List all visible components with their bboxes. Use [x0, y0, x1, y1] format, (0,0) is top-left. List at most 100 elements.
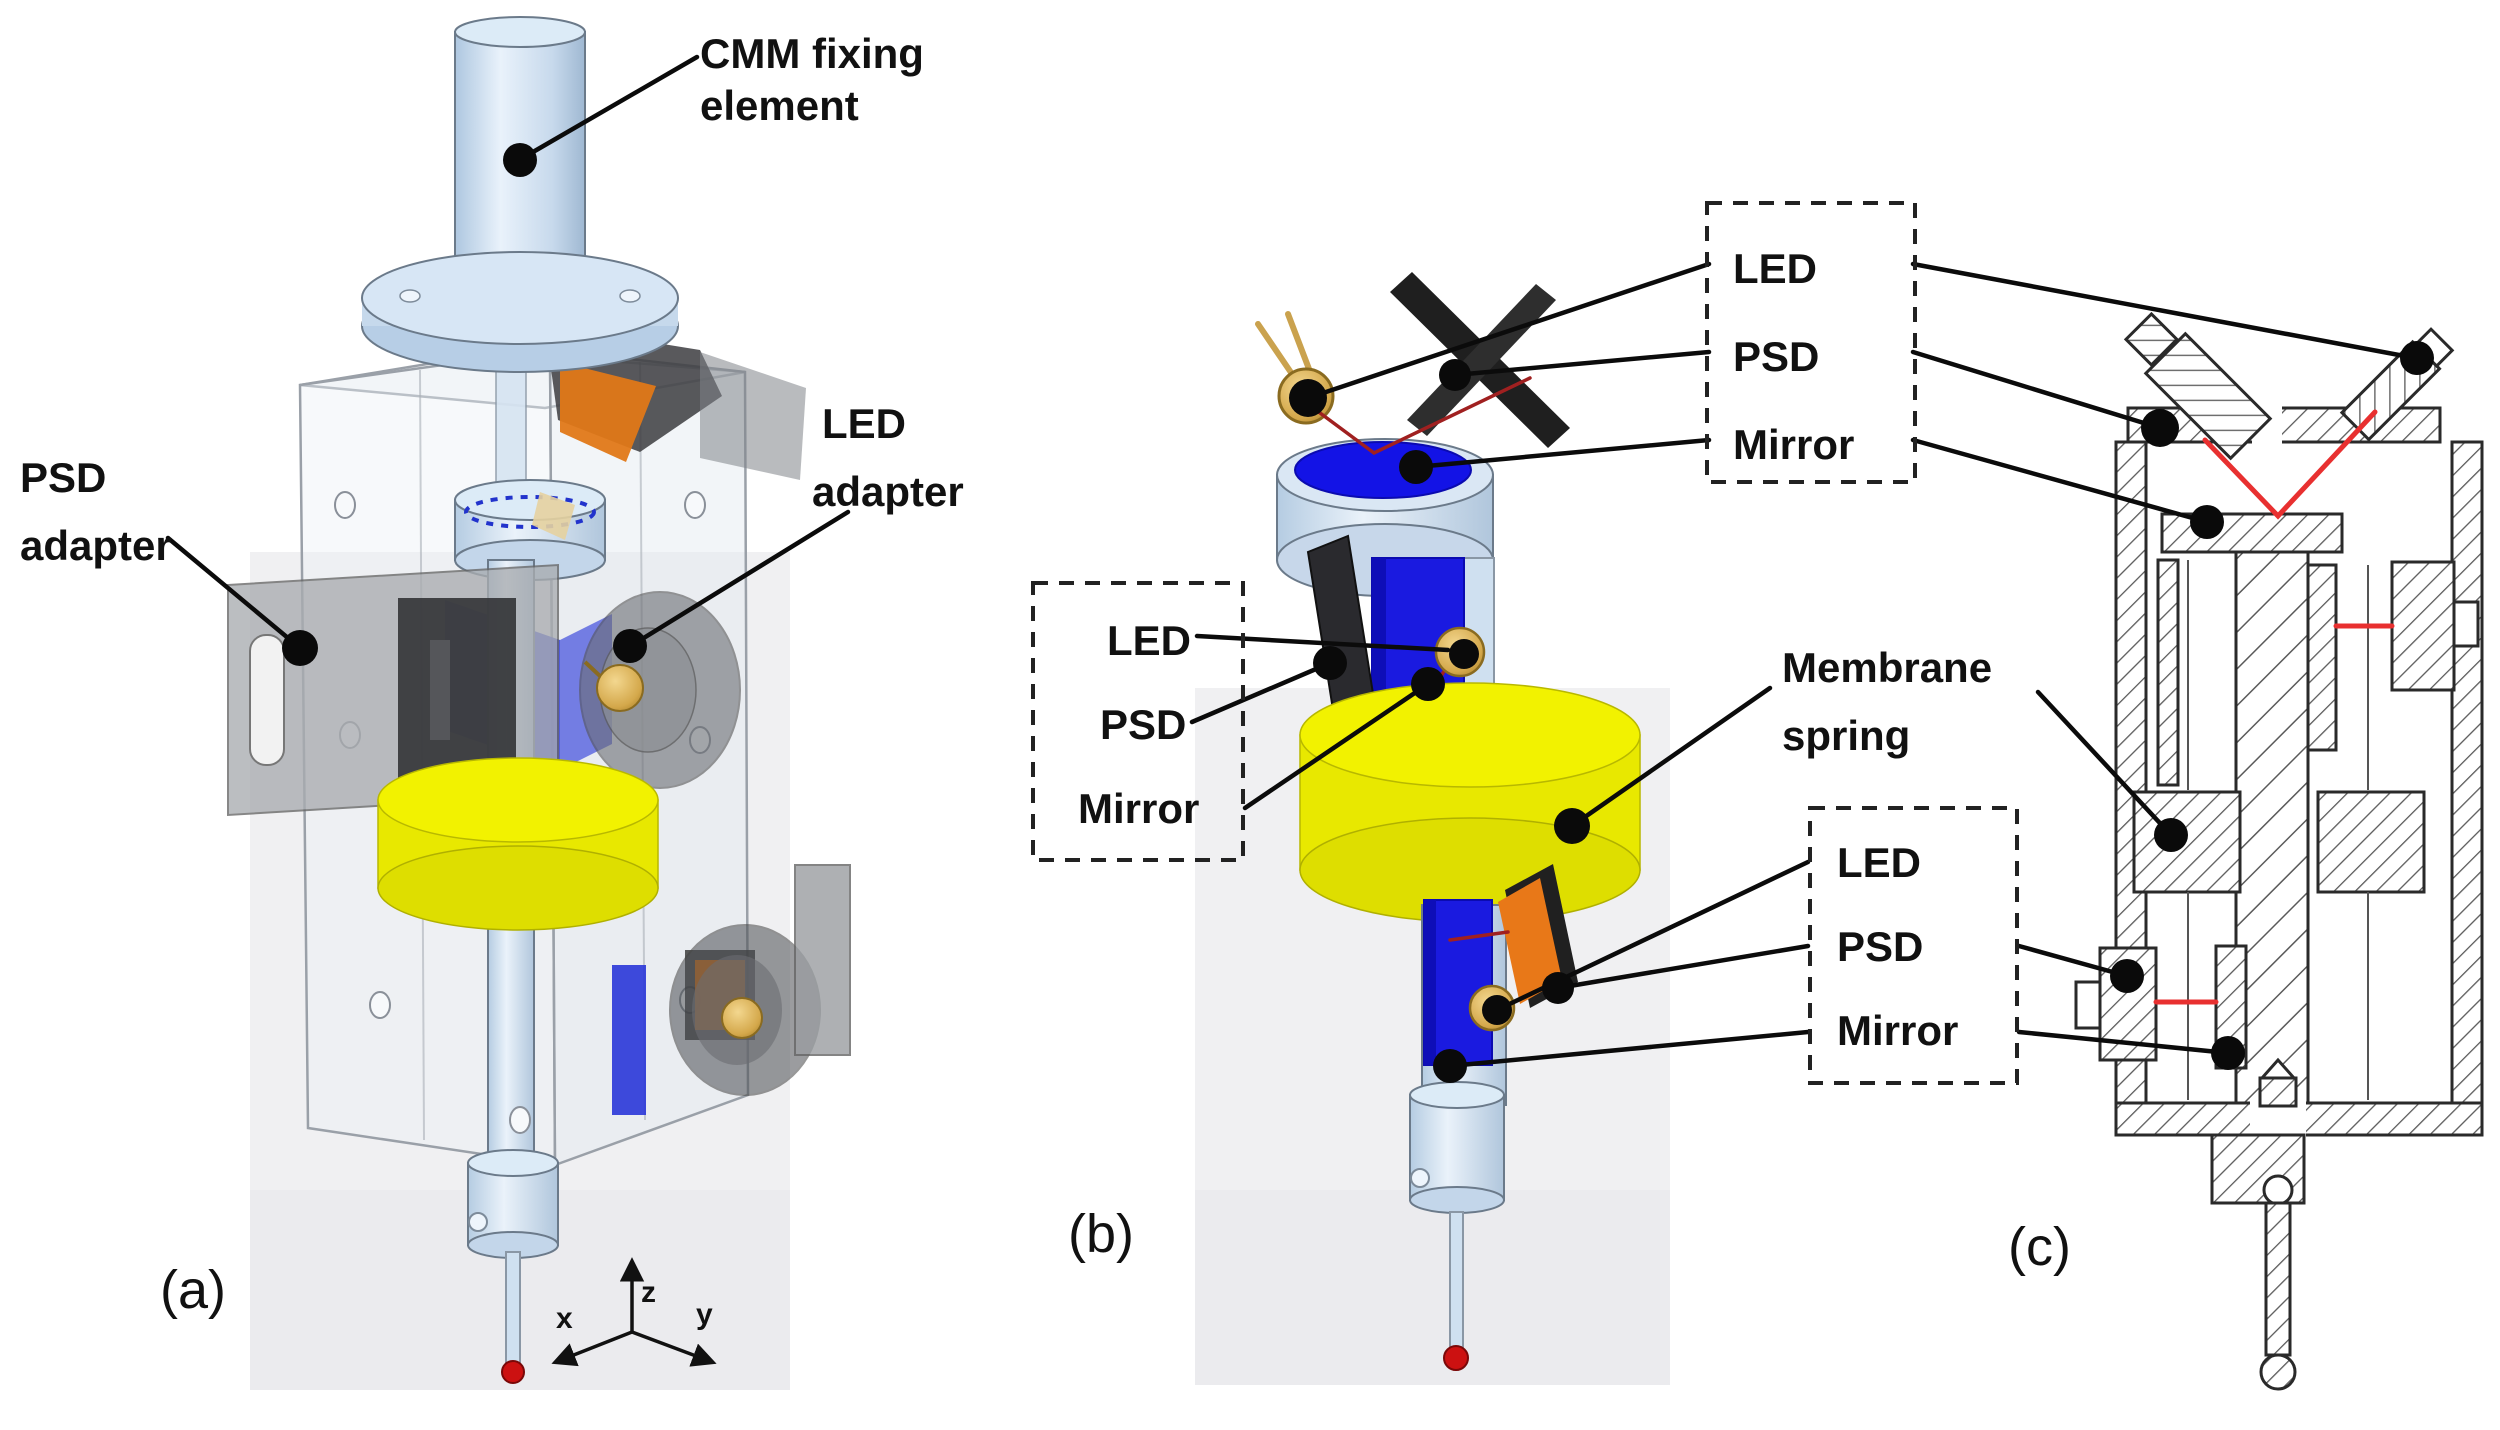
callout-cmm-fixing-element: CMM fixing element: [503, 30, 924, 177]
label-membrane-line1: Membrane: [1782, 644, 1992, 691]
label-bot-mirror: Mirror: [1837, 1007, 1958, 1054]
leader-mid-led: [1194, 633, 1451, 653]
c-psd-angled-block: [2123, 311, 2273, 461]
leader-membrane-right: [2035, 689, 2174, 838]
label-box-top-border: [1705, 201, 1917, 484]
stylus-rod-b: [1449, 1211, 1464, 1348]
panel-b: (b): [1068, 272, 1670, 1385]
cmm-cylinder-top: [454, 16, 586, 48]
label-bot-led: LED: [1837, 839, 1921, 886]
label-mid-led: LED: [1107, 617, 1191, 664]
light-path-low-b: [1448, 930, 1510, 942]
panel-c: (c): [2008, 311, 2484, 1391]
callout-led-line2: adapter: [812, 468, 964, 515]
flange-hole: [619, 289, 641, 303]
c-right-wall: [2450, 440, 2484, 1105]
led-adapter-assembly: [579, 591, 741, 789]
leader-line-psd-adapter: [165, 535, 303, 651]
holder-hole: [468, 1212, 488, 1232]
mirror-column-edge: [1372, 558, 1386, 708]
callout-led-line1: LED: [822, 400, 906, 447]
dot-b-top-mirror: [1399, 450, 1433, 484]
leader-top-mirror-right: [1910, 437, 2210, 525]
psd-adapter-slot: [249, 634, 285, 766]
c-mid-mirror-plate: [2306, 563, 2338, 752]
lower-psd-orange-b: [1498, 878, 1562, 1004]
stylus-a: [467, 1149, 559, 1384]
leader-top-psd-right: [1910, 349, 2163, 431]
stylus-rod-a: [505, 1251, 521, 1365]
c-membrane-left: [2132, 790, 2242, 894]
label-box-middle-border: [1031, 581, 1245, 862]
led-can-a: [596, 664, 644, 712]
dot-b-low-mirror: [1433, 1049, 1467, 1083]
c-psd-tab: [2123, 311, 2180, 368]
led-pin: [583, 660, 602, 678]
lower-side-plate: [794, 864, 851, 1056]
top-led-mount: [532, 492, 575, 540]
dot-c-low-mirror: [2211, 1036, 2245, 1070]
lower-adapter-assembly: [669, 864, 851, 1096]
label-bot-psd: PSD: [1837, 923, 1923, 970]
leader-top-psd-left: [1452, 349, 1712, 378]
label-mid-psd: PSD: [1100, 701, 1186, 748]
led-pin: [1285, 311, 1312, 372]
label-top-psd: PSD: [1733, 333, 1819, 380]
callout-psd-adapter: PSD adapter: [20, 454, 318, 666]
c-mirror-t-bar: [2160, 512, 2344, 554]
c-boss-hole: [2262, 1174, 2294, 1206]
dot-c-low-psd: [2110, 959, 2144, 993]
leader-dot-cmm: [503, 143, 537, 177]
leader-mid-psd: [1189, 660, 1333, 725]
label-top-mirror: Mirror: [1733, 421, 1854, 468]
c-pin: [2258, 1076, 2298, 1108]
c-light-path-top: [2202, 409, 2378, 520]
membrane-spring-a: [377, 757, 659, 931]
label-membrane-line2: spring: [1782, 712, 1910, 759]
top-psd-b: [1390, 272, 1570, 448]
top-side-bracket: [700, 352, 806, 480]
dot-c-top-psd: [2141, 409, 2179, 447]
dot-b-mid-mirror: [1411, 667, 1445, 701]
panel-a-tag: (a): [160, 1260, 226, 1320]
led-can-lower-a: [721, 997, 763, 1039]
panel-b-backdrop-floor: [1195, 1190, 1670, 1385]
flange-hole: [399, 289, 421, 303]
c-right-sensor-tab: [2452, 600, 2480, 648]
callout-membrane-spring: Membrane spring: [1569, 644, 2174, 838]
c-membrane-right: [2316, 790, 2426, 894]
holder-hole-b: [1410, 1168, 1430, 1188]
callout-psd-line2: adapter: [20, 522, 172, 569]
leader-top-mirror-left: [1413, 437, 1712, 470]
leader-line-led-adapter: [631, 509, 851, 647]
top-orange-flex: [560, 362, 656, 462]
c-lower-sensor-tab: [2074, 980, 2102, 1030]
c-central-shaft: [2234, 550, 2310, 1105]
coordinate-axes: z x y: [551, 1257, 717, 1367]
axis-z-label: z: [641, 1276, 656, 1309]
axis-x-arrow: [551, 1330, 633, 1367]
callout-led-adapter: LED adapter: [613, 400, 964, 663]
psd-adapter-assembly: [227, 563, 559, 817]
psd-sensor-block: [398, 598, 516, 778]
label-box-top: LED PSD Mirror: [1305, 201, 2418, 525]
leader-bot-mirror-right: [2016, 1029, 2231, 1056]
label-mid-mirror: Mirror: [1078, 785, 1199, 832]
dot-b-low-led: [1482, 995, 1512, 1025]
panel-b-tag: (b): [1068, 1204, 1134, 1264]
leader-membrane-left: [1569, 685, 1773, 829]
callout-cmm-line2: element: [700, 82, 859, 129]
axis-y-label: y: [696, 1298, 713, 1331]
dot-c-top-led: [2400, 341, 2434, 375]
c-probe-ball: [2259, 1353, 2297, 1391]
leader-bot-psd-right: [2016, 943, 2130, 979]
panel-c-tag: (c): [2008, 1217, 2071, 1277]
callout-cmm-line1: CMM fixing: [700, 30, 924, 77]
leader-bot-mirror-left: [1447, 1029, 1811, 1069]
psd-sensor-slot: [430, 640, 450, 740]
probe-tip-b: [1443, 1345, 1469, 1371]
flange-top: [361, 251, 679, 345]
callout-psd-line1: PSD: [20, 454, 106, 501]
